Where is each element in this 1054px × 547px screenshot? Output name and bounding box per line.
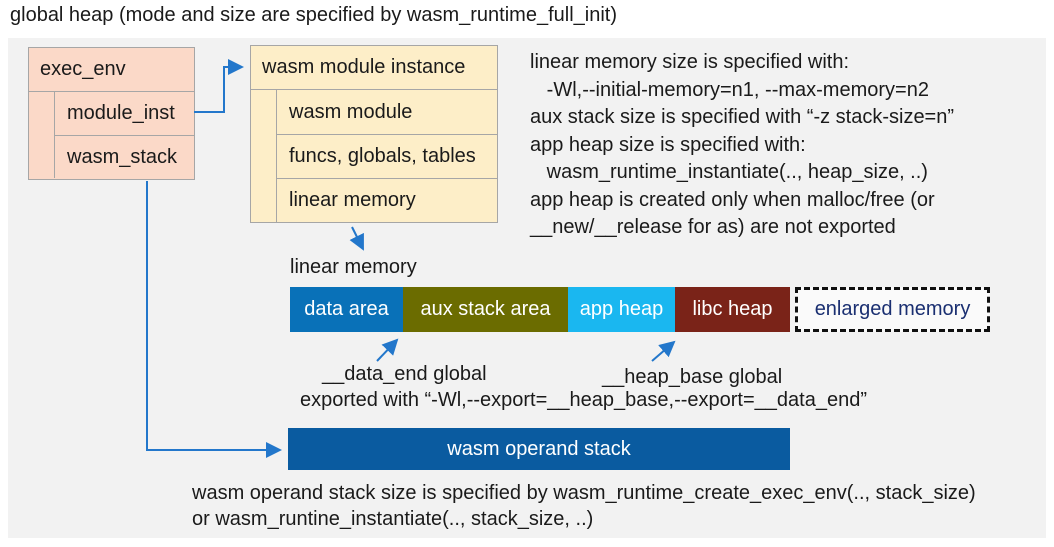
size-notes: linear memory size is specified with: -W… <box>530 49 954 242</box>
note-line: linear memory size is specified with: <box>530 51 849 73</box>
footer-line: or wasm_runtine_instantiate(.., stack_si… <box>192 508 594 530</box>
linear-memory-bar: data area aux stack area app heap libc h… <box>290 287 990 332</box>
operand-stack-notes: wasm operand stack size is specified by … <box>192 480 976 532</box>
exec-env-rows: module_inst wasm_stack <box>54 92 194 178</box>
heap-base-global-label: __heap_base global <box>602 366 783 388</box>
exec-env-header: exec_env <box>29 48 194 92</box>
export-note-label: exported with “-Wl,--export=__heap_base,… <box>300 389 867 411</box>
exec-env-box: exec_env module_inst wasm_stack <box>28 47 195 180</box>
exec-env-row-wasm-stack: wasm_stack <box>55 135 194 178</box>
module-instance-rows: wasm module funcs, globals, tables linea… <box>276 90 497 222</box>
diagram-panel: exec_env module_inst wasm_stack wasm mod… <box>8 38 1046 538</box>
module-instance-row-wasm-module: wasm module <box>289 100 413 123</box>
note-line: -Wl,--initial-memory=n1, --max-memory=n2 <box>530 78 929 101</box>
module-instance-row-linear-memory: linear memory <box>277 178 497 222</box>
segment-aux-stack-area: aux stack area <box>403 287 568 332</box>
footer-line: wasm operand stack size is specified by … <box>192 482 976 504</box>
note-line: __new/__release for as) are not exported <box>530 216 896 238</box>
segment-enlarged-memory: enlarged memory <box>795 287 990 332</box>
diagram-title: global heap (mode and size are specified… <box>10 4 617 26</box>
data-end-global-label: __data_end global <box>322 363 487 385</box>
segment-app-heap: app heap <box>568 287 675 332</box>
linear-memory-label: linear memory <box>290 256 417 278</box>
note-line: app heap size is specified with: <box>530 133 806 156</box>
segment-libc-heap: libc heap <box>675 287 790 332</box>
module-instance-box: wasm module instance wasm module funcs, … <box>250 45 498 223</box>
module-instance-row-funcs-globals-tables: funcs, globals, tables <box>277 134 497 178</box>
note-line: wasm_runtime_instantiate(.., heap_size, … <box>530 161 928 183</box>
wasm-operand-stack-bar: wasm operand stack <box>288 428 790 470</box>
note-line: aux stack size is specified with “-z sta… <box>530 106 955 128</box>
module-instance-header: wasm module instance <box>251 46 497 90</box>
exec-env-row-module-inst: module_inst <box>67 102 175 124</box>
note-line: app heap is created only when malloc/fre… <box>530 188 935 211</box>
segment-data-area: data area <box>290 287 403 332</box>
